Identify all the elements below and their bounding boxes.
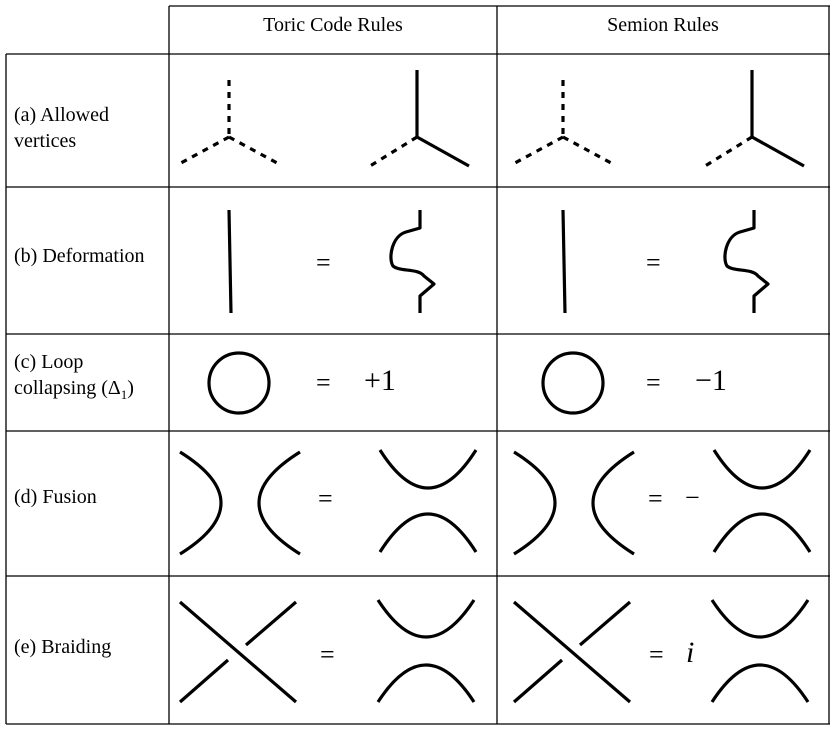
crossing-semion (512, 600, 632, 704)
row-label-braiding: (e) Braiding (14, 636, 112, 658)
equals-sign: = (649, 640, 664, 669)
equals-sign: = (646, 248, 661, 277)
fusion-joined-arcs-semion (712, 449, 812, 553)
vertex-string-semion (704, 70, 805, 168)
equals-sign: = (320, 640, 335, 669)
loop-semion (541, 351, 605, 415)
braiding-arcs-semion (710, 599, 810, 703)
row-label-loop-collapsing: (c) Loop collapsing (Δ1) (14, 351, 134, 402)
imaginary-unit: i (686, 636, 695, 669)
vertex-empty-toric (178, 80, 280, 166)
fusion-separated-arcs-semion (513, 450, 635, 556)
row-label-fusion: (d) Fusion (14, 486, 97, 508)
row-label-allowed-vertices: (a) Allowed vertices (14, 104, 109, 152)
fusion-joined-arcs-toric (378, 449, 478, 553)
deformed-string-toric (389, 210, 436, 313)
deformed-string-semion (723, 210, 770, 313)
crossing-toric (178, 600, 298, 704)
table-grid (5, 5, 830, 725)
semion-loop-value: −1 (695, 364, 727, 397)
equals-sign: = (318, 484, 333, 513)
toric-loop-value: +1 (364, 364, 396, 397)
straight-string-semion (561, 209, 567, 314)
braiding-arcs-toric (376, 599, 476, 703)
vertex-string-toric (369, 70, 470, 168)
minus-sign: − (685, 483, 700, 512)
row-label-deformation: (b) Deformation (14, 245, 145, 267)
column-header-semion: Semion Rules (607, 14, 719, 36)
equals-sign: = (316, 248, 331, 277)
column-header-toric: Toric Code Rules (263, 14, 403, 36)
equals-sign: = (646, 368, 661, 397)
loop-toric (207, 351, 271, 415)
straight-string-toric (227, 209, 233, 314)
equals-sign: = (648, 484, 663, 513)
vertex-empty-semion (512, 80, 614, 166)
equals-sign: = (316, 368, 331, 397)
fusion-separated-arcs-toric (179, 450, 301, 556)
